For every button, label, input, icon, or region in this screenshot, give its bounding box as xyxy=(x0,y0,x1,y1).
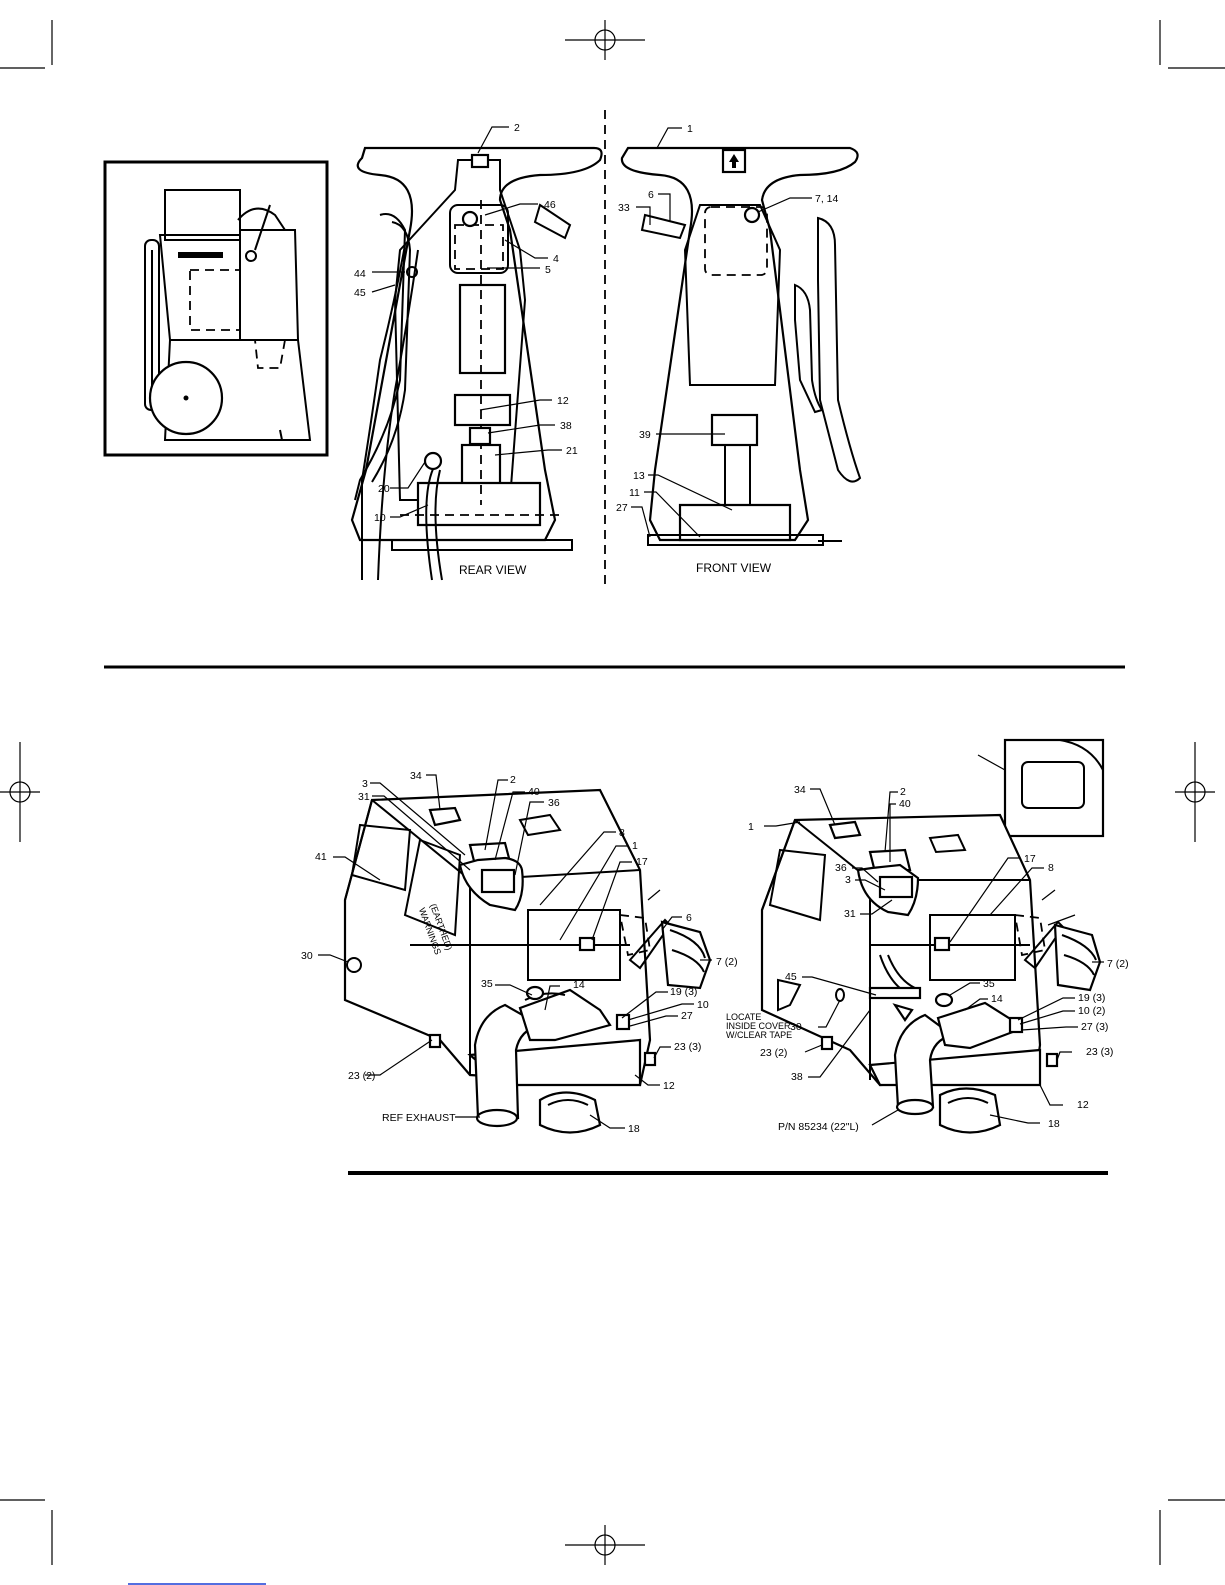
note-clear-tape: W/CLEAR TAPE xyxy=(726,1030,792,1040)
callout-30: 30 xyxy=(301,950,313,962)
callout-18: 18 xyxy=(628,1123,640,1135)
rear-view-callouts: 2 46 4 5 44 45 12 38 21 20 10 REAR VIEW xyxy=(354,122,578,577)
callout-12: 12 xyxy=(663,1080,675,1092)
callout-36: 36 xyxy=(548,797,560,809)
callout-23-2: 23 (2) xyxy=(760,1047,787,1059)
callout-20: 20 xyxy=(378,483,390,495)
callout-1: 1 xyxy=(632,840,638,852)
ref-exhaust-label: REF EXHAUST xyxy=(382,1112,456,1124)
crosshair-left-icon xyxy=(0,742,40,842)
callout-6: 6 xyxy=(648,189,654,201)
crosshair-top-icon xyxy=(565,20,645,60)
callout-10: 10 xyxy=(697,999,709,1011)
callout-38: 38 xyxy=(791,1071,803,1083)
callout-17: 17 xyxy=(636,856,648,868)
callout-27: 27 xyxy=(681,1010,693,1022)
callout-30: 30 xyxy=(790,1021,802,1033)
callout-39: 39 xyxy=(639,429,651,441)
callout-7-14: 7, 14 xyxy=(815,193,839,205)
crosshair-right-icon xyxy=(1175,742,1215,842)
callout-14: 14 xyxy=(573,979,585,991)
callout-11: 11 xyxy=(629,487,640,499)
callout-10-2: 10 (2) xyxy=(1078,1005,1105,1017)
callout-27: 27 xyxy=(616,502,628,514)
callout-2: 2 xyxy=(510,774,516,786)
callout-1: 1 xyxy=(687,123,693,135)
callout-46: 46 xyxy=(544,199,556,211)
callout-38: 38 xyxy=(560,420,572,432)
callout-40: 40 xyxy=(899,798,911,810)
left-assembly-callouts: 34 2 3 31 40 36 8 1 17 41 6 7 (2) 30 35 … xyxy=(301,770,738,1135)
callout-8: 8 xyxy=(1048,862,1054,874)
note-locate: LOCATE xyxy=(726,1012,761,1022)
front-view-caption: FRONT VIEW xyxy=(696,561,772,575)
callout-12: 12 xyxy=(1077,1099,1089,1111)
callout-21: 21 xyxy=(566,445,578,457)
callout-35: 35 xyxy=(481,978,493,990)
callout-3: 3 xyxy=(362,778,368,790)
callout-34: 34 xyxy=(794,784,806,796)
callout-33: 33 xyxy=(618,202,630,214)
callout-18: 18 xyxy=(1048,1118,1060,1130)
callout-23-3: 23 (3) xyxy=(1086,1046,1113,1058)
callout-2: 2 xyxy=(900,786,906,798)
callout-40: 40 xyxy=(528,786,540,798)
callout-12: 12 xyxy=(557,395,569,407)
callout-36: 36 xyxy=(835,862,847,874)
registration-marks xyxy=(0,20,1225,1565)
callout-13: 13 xyxy=(633,470,645,482)
callout-14: 14 xyxy=(991,993,1003,1005)
side-view-inset xyxy=(103,160,329,457)
right-assembly-drawing xyxy=(760,738,1105,1134)
callout-44: 44 xyxy=(354,268,366,280)
part-number-label: P/N 85234 (22"L) xyxy=(778,1121,859,1133)
callout-10: 10 xyxy=(374,512,386,524)
callout-23-3: 23 (3) xyxy=(674,1041,701,1053)
callout-4: 4 xyxy=(553,253,559,265)
front-view-callouts: 1 6 33 7, 14 39 13 11 27 FRONT VIEW xyxy=(616,123,839,575)
callout-19-3: 19 (3) xyxy=(670,986,697,998)
callout-6: 6 xyxy=(686,912,692,924)
callout-31: 31 xyxy=(844,908,856,920)
callout-41: 41 xyxy=(315,851,327,863)
callout-17: 17 xyxy=(1024,853,1036,865)
crosshair-bottom-icon xyxy=(565,1525,645,1565)
callout-5: 5 xyxy=(545,264,551,276)
callout-19-3: 19 (3) xyxy=(1078,992,1105,1004)
callout-2: 2 xyxy=(514,122,520,134)
front-view-drawing xyxy=(620,146,862,546)
callout-1: 1 xyxy=(748,821,754,833)
callout-8: 8 xyxy=(619,827,625,839)
note-inside-cover: INSIDE COVER xyxy=(726,1021,791,1031)
callout-31: 31 xyxy=(358,791,370,803)
callout-3: 3 xyxy=(845,874,851,886)
right-assembly-callouts: 34 2 40 1 36 3 17 8 31 7 (2) 45 35 14 19… xyxy=(726,784,1129,1133)
callout-7-2: 7 (2) xyxy=(1107,958,1129,970)
callout-45: 45 xyxy=(354,287,366,299)
rear-view-drawing xyxy=(350,146,603,581)
left-assembly-drawing: (EARTHED) WARNINGS xyxy=(343,788,712,1134)
callout-7-2: 7 (2) xyxy=(716,956,738,968)
rear-view-caption: REAR VIEW xyxy=(459,563,527,577)
callout-35: 35 xyxy=(983,978,995,990)
callout-23-2: 23 (2) xyxy=(348,1070,375,1082)
callout-34: 34 xyxy=(410,770,422,782)
callout-45: 45 xyxy=(785,971,797,983)
callout-27-3: 27 (3) xyxy=(1081,1021,1108,1033)
